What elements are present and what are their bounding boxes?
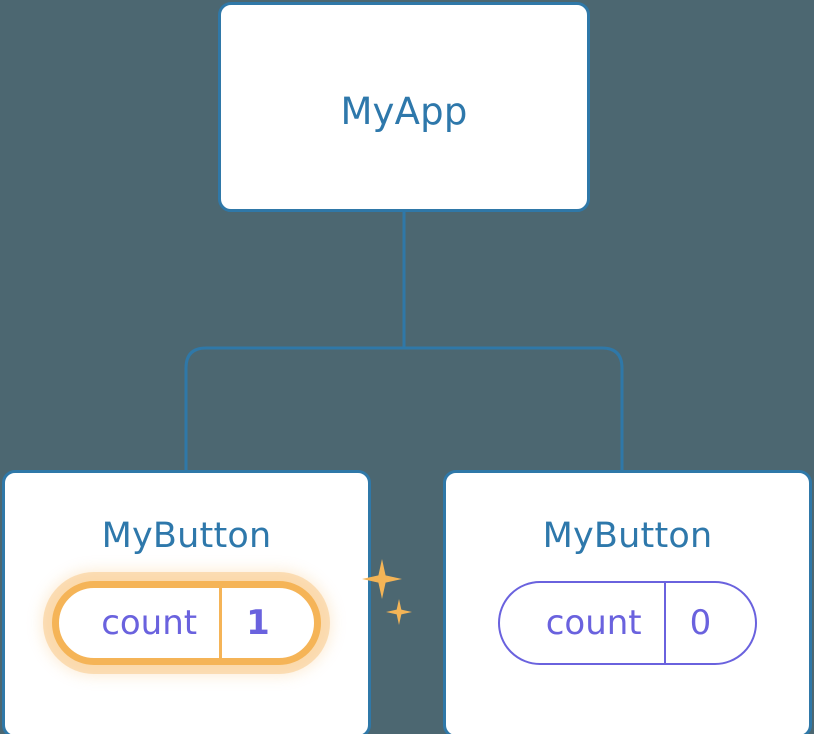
sparkle-large-icon bbox=[362, 559, 402, 599]
node-myapp-title: MyApp bbox=[340, 90, 468, 133]
state-value-right: 0 bbox=[663, 583, 756, 663]
state-pill-wrap-right: count 0 bbox=[446, 581, 809, 665]
state-pill-left[interactable]: count 1 bbox=[52, 581, 321, 665]
node-mybutton-right-title: MyButton bbox=[542, 516, 713, 556]
state-value-left: 1 bbox=[219, 588, 314, 658]
node-mybutton-left[interactable]: MyButton count 1 bbox=[2, 470, 412, 734]
state-pill-right[interactable]: count 0 bbox=[497, 581, 758, 665]
sparkle-group bbox=[356, 559, 416, 639]
state-key-left: count bbox=[101, 603, 198, 643]
node-myapp[interactable]: MyApp bbox=[218, 2, 590, 212]
connector-bus-right bbox=[404, 346, 624, 472]
connector-bus-left bbox=[184, 346, 404, 472]
node-mybutton-right[interactable]: MyButton count 0 bbox=[443, 470, 812, 734]
state-key-right: count bbox=[545, 603, 642, 643]
node-mybutton-left-title: MyButton bbox=[101, 516, 272, 556]
state-pill-wrap-left: count 1 bbox=[5, 559, 412, 665]
sparkle-small-icon bbox=[386, 599, 412, 625]
